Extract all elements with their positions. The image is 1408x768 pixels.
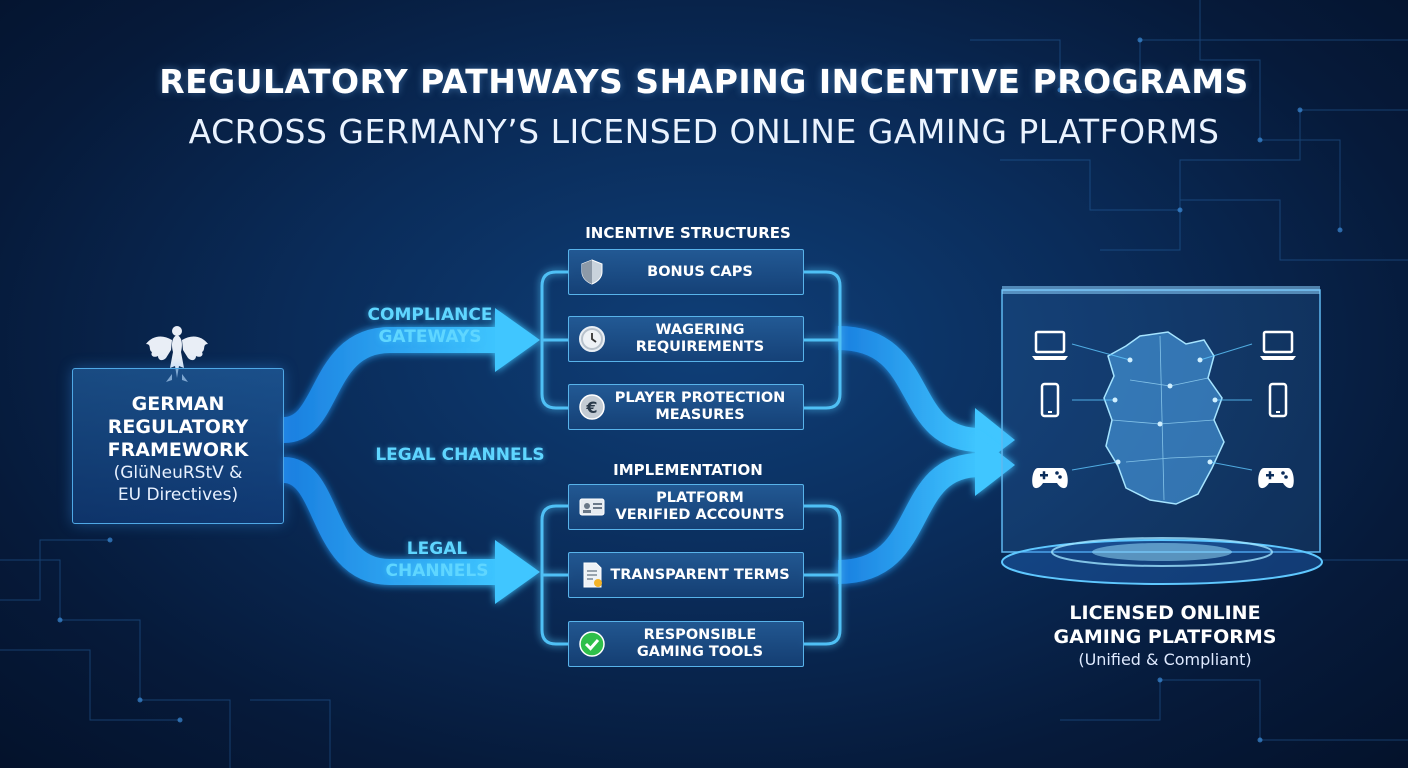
compliance-gateways-label: COMPLIANCE GATEWAYS <box>360 304 500 348</box>
compliance-gateway-arrow <box>282 308 540 443</box>
title-line-1: REGULATORY PATHWAYS SHAPING INCENTIVE PR… <box>159 62 1249 101</box>
result-line-1: LICENSED ONLINE <box>1069 602 1261 624</box>
player-protection-line-1: PLAYER PROTECTION <box>614 390 786 406</box>
responsible-gaming-line-1: RESPONSIBLE <box>643 627 757 643</box>
title-line-2: ACROSS GERMANY’S LICENSED ONLINE GAMING … <box>188 112 1220 151</box>
bonus-caps-line-1: BONUS CAPS <box>647 263 753 280</box>
player-protection-line-2: MEASURES <box>655 407 745 423</box>
verified-accounts-line-2: VERIFIED ACCOUNTS <box>615 507 785 523</box>
source-line-1: GERMAN <box>131 393 225 415</box>
licensed-platforms-label: LICENSED ONLINE GAMING PLATFORMS (Unifie… <box>1010 601 1320 671</box>
euro-coin-icon: € <box>579 394 605 420</box>
gamepad-icon <box>1032 468 1068 489</box>
checkmark-icon <box>579 631 605 657</box>
id-card-icon <box>579 498 605 516</box>
source-line-2: REGULATORY <box>107 416 249 438</box>
laptop-icon <box>1260 330 1296 360</box>
compliance-label-line-1: COMPLIANCE <box>367 305 493 325</box>
legal-channels-mid-label: LEGAL CHANNELS <box>375 445 545 465</box>
svg-text:€: € <box>585 398 597 417</box>
result-line-2: GAMING PLATFORMS <box>1053 626 1277 648</box>
player-protection-box: € PLAYER PROTECTION MEASURES <box>568 384 804 430</box>
source-line-3: FRAMEWORK <box>107 439 249 461</box>
transparent-terms-box: TRANSPARENT TERMS <box>568 552 804 598</box>
compliance-label-line-2: GATEWAYS <box>378 327 482 347</box>
source-line-5: EU Directives) <box>117 485 239 505</box>
source-line-4: (GlüNeuRStV & <box>113 463 243 483</box>
shield-icon <box>581 259 603 285</box>
legal-channels-label: LEGAL CHANNELS <box>372 538 502 582</box>
laptop-icon <box>1032 330 1068 360</box>
implementation-heading: IMPLEMENTATION <box>613 461 763 479</box>
responsible-gaming-box: RESPONSIBLE GAMING TOOLS <box>568 621 804 667</box>
result-line-3: (Unified & Compliant) <box>1078 650 1252 669</box>
legal-channel-arrow <box>282 457 540 604</box>
implementation-output-arrow <box>837 434 1015 584</box>
wagering-line-1: WAGERING <box>655 322 745 338</box>
gamepad-icon <box>1258 468 1294 489</box>
wagering-line-2: REQUIREMENTS <box>635 339 765 355</box>
bonus-caps-box: BONUS CAPS <box>568 249 804 295</box>
smartphone-icon <box>1040 382 1060 418</box>
document-icon <box>583 562 602 588</box>
wagering-requirements-box: WAGERING REQUIREMENTS <box>568 316 804 362</box>
platform-hologram <box>1001 286 1323 585</box>
responsible-gaming-line-2: GAMING TOOLS <box>636 644 764 660</box>
transparent-terms-line-1: TRANSPARENT TERMS <box>610 566 790 583</box>
legal-label-line-2: CHANNELS <box>385 561 489 581</box>
verified-accounts-box: PLATFORM VERIFIED ACCOUNTS <box>568 484 804 530</box>
incentive-structures-heading: INCENTIVE STRUCTURES <box>585 224 791 242</box>
german-regulatory-framework-box: GERMAN REGULATORY FRAMEWORK (GlüNeuRStV … <box>72 368 284 524</box>
verified-accounts-line-1: PLATFORM <box>656 490 744 506</box>
legal-label-line-1: LEGAL <box>406 539 468 559</box>
smartphone-icon <box>1268 382 1288 418</box>
clock-icon <box>579 326 605 352</box>
